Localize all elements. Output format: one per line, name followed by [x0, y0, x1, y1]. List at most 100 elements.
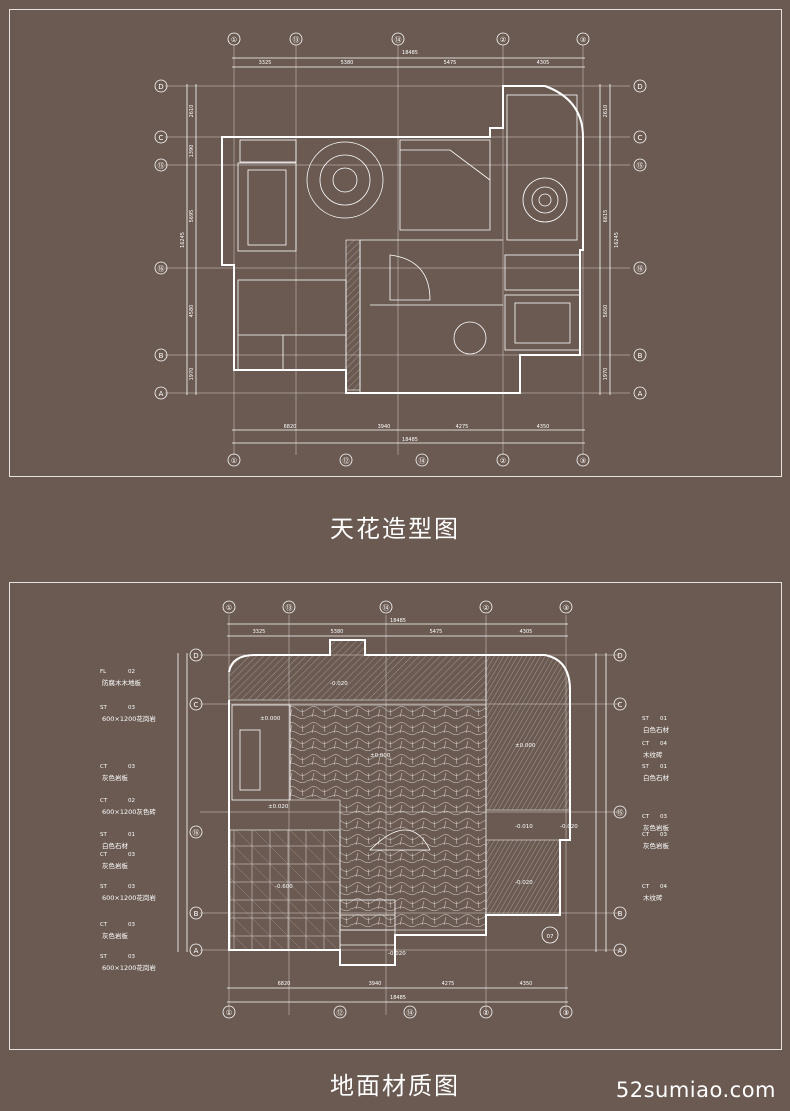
legend-material-name: 灰色岩板 [643, 841, 670, 850]
grid-column-label: ⑭ [395, 36, 402, 44]
svg-text:C: C [638, 134, 643, 142]
level-mark: -0.020 [560, 824, 578, 830]
floor-plan-frame [9, 582, 782, 1050]
dimension-value: 1970 [189, 368, 195, 381]
legend-material-name: 灰色岩板 [643, 823, 670, 832]
legend-code: CT [642, 741, 650, 747]
legend-code: CT [100, 798, 108, 804]
legend-number: 03 [128, 954, 135, 960]
grid-column-label: ③ [563, 1009, 569, 1017]
svg-text:⑮: ⑮ [637, 162, 644, 170]
legend-number: 03 [128, 705, 135, 711]
dimension-value: 4275 [442, 981, 455, 987]
svg-text:⑯: ⑯ [158, 265, 165, 273]
svg-text:A: A [638, 390, 643, 398]
legend-code: CT [100, 852, 108, 858]
svg-text:C: C [618, 701, 623, 709]
legend-number: 03 [128, 852, 135, 858]
ceiling-plan-frame [9, 9, 782, 477]
legend-number: 01 [128, 832, 135, 838]
legend-number: 03 [128, 922, 135, 928]
legend-code: ST [642, 716, 649, 722]
level-mark: ±0.020 [268, 804, 289, 810]
svg-text:⑮: ⑮ [158, 162, 165, 170]
dimension-value: 3940 [378, 424, 391, 430]
svg-text:A: A [159, 390, 164, 398]
legend-material-name: 灰色岩板 [102, 773, 129, 782]
dimension-value: 3325 [259, 60, 272, 66]
grid-column-label: ② [483, 1009, 489, 1017]
svg-text:⑯: ⑯ [193, 829, 200, 837]
dimension-value: 6820 [284, 424, 297, 430]
dimension-value: 5475 [444, 60, 457, 66]
legend-material-name: 白色石材 [643, 725, 670, 734]
svg-text:D: D [158, 83, 163, 91]
level-mark: ±0.000 [370, 753, 391, 759]
svg-text:D: D [637, 83, 642, 91]
dimension-value: 5380 [331, 629, 344, 635]
dimension-value: 5475 [430, 629, 443, 635]
grid-column-label: ③ [563, 604, 569, 612]
dimension-value: 1970 [603, 368, 609, 381]
legend-material-name: 木纹砖 [643, 893, 663, 902]
svg-text:B: B [194, 910, 199, 918]
legend-number: 03 [128, 764, 135, 770]
dimension-value: 5650 [603, 305, 609, 318]
level-mark: -0.020 [515, 880, 533, 886]
legend-code: FL [100, 669, 107, 675]
dimension-total: 16245 [180, 232, 186, 248]
legend-number: 02 [128, 798, 135, 804]
svg-text:B: B [638, 352, 643, 360]
dimension-total: 18485 [390, 618, 406, 624]
dimension-value: 4350 [537, 424, 550, 430]
dimension-value: 4305 [520, 629, 533, 635]
legend-number: 04 [660, 884, 667, 890]
dimension-value: 4305 [537, 60, 550, 66]
legend-number: 01 [660, 764, 667, 770]
dimension-value: 5695 [189, 210, 195, 223]
legend-material-name: 防腐木木地板 [102, 678, 142, 687]
legend-material-name: 灰色岩板 [102, 931, 129, 940]
floor-plan-caption: 地面材质图 [330, 1072, 460, 1100]
grid-column-label: ① [231, 36, 237, 44]
legend-code: CT [100, 922, 108, 928]
grid-column-label: ⑭ [419, 457, 426, 465]
dimension-total: 18485 [390, 995, 406, 1001]
legend-code: CT [100, 764, 108, 770]
svg-text:⑯: ⑯ [637, 265, 644, 273]
dimension-value: 6820 [278, 981, 291, 987]
grid-column-label: ⑭ [407, 1009, 414, 1017]
section-marker-label: 07 [547, 934, 554, 940]
dimension-value: 4350 [520, 981, 533, 987]
legend-code: CT [642, 814, 650, 820]
dimension-value: 5380 [341, 60, 354, 66]
legend-code: CT [642, 884, 650, 890]
legend-number: 03 [128, 884, 135, 890]
dimension-value: 4580 [189, 305, 195, 318]
level-mark: -0.010 [515, 824, 533, 830]
ceiling-plan-caption: 天花造型图 [330, 515, 460, 543]
grid-column-label: ① [226, 604, 232, 612]
legend-material-name: 600×1200花岗岩 [102, 963, 156, 972]
grid-column-label: ② [500, 457, 506, 465]
legend-material-name: 白色石材 [643, 773, 670, 782]
legend-material-name: 灰色岩板 [102, 861, 129, 870]
legend-code: ST [100, 954, 107, 960]
legend-material-name: 600×1200花岗岩 [102, 893, 156, 902]
dimension-total: 16245 [614, 232, 620, 248]
legend-code: ST [642, 764, 649, 770]
svg-text:A: A [194, 947, 199, 955]
dimension-total: 18485 [402, 437, 418, 443]
site-watermark: 52sumiao.com [615, 1078, 776, 1102]
grid-column-label: ③ [580, 36, 586, 44]
legend-number: 04 [660, 741, 667, 747]
dimension-value: 4275 [456, 424, 469, 430]
grid-column-label: ⑫ [337, 1009, 344, 1017]
svg-text:D: D [617, 652, 622, 660]
legend-code: ST [100, 884, 107, 890]
legend-number: 01 [660, 716, 667, 722]
dimension-value: 6615 [603, 210, 609, 223]
